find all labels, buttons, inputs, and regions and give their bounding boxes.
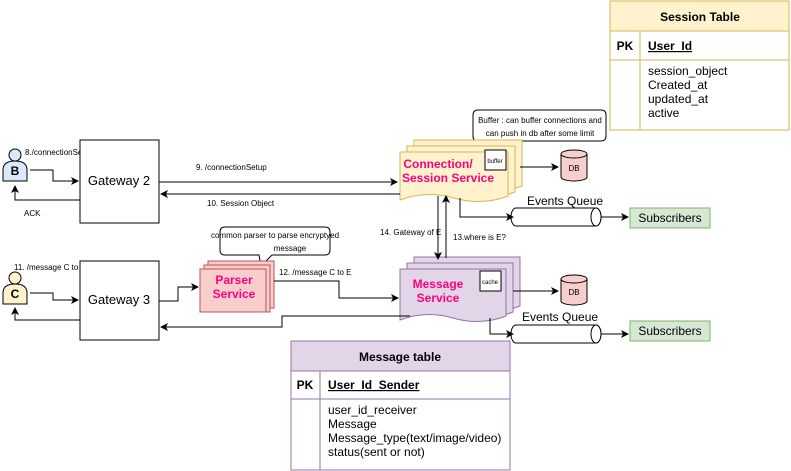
session-table-field: Created_at xyxy=(648,78,708,92)
parser-callout: common parser to parse encryptyed messag… xyxy=(211,226,339,268)
connection-session-service: Connection/ Session Service buffer xyxy=(399,139,523,202)
message-table-field: Message xyxy=(328,417,377,431)
message-service-line1: Message xyxy=(413,277,464,291)
gateway-3-label: Gateway 3 xyxy=(88,292,150,307)
session-table-field: session_object xyxy=(648,64,728,78)
events-queue-top: Events Queue xyxy=(510,194,603,227)
events-queue-bottom: Events Queue xyxy=(510,310,602,344)
message-table-field: Message_type(text/image/video) xyxy=(328,431,501,445)
arrow-c-to-gateway3 xyxy=(30,292,79,304)
arrow-gateway3-to-c xyxy=(11,307,80,321)
parser-callout-line2: message xyxy=(274,244,307,253)
arrow-connection-to-queue xyxy=(459,198,514,221)
events-queue-top-label: Events Queue xyxy=(527,194,603,208)
connectors xyxy=(11,163,629,338)
label-session-object: 10. Session Object xyxy=(207,199,275,208)
db-bottom: DB xyxy=(560,274,588,306)
label-gateway-of-e: 14. Gateway of E xyxy=(380,228,441,237)
message-service: Message Service cache xyxy=(399,256,521,322)
subscribers-bottom: Subscribers xyxy=(629,320,711,342)
message-service-line2: Service xyxy=(417,291,460,305)
events-queue-bottom-label: Events Queue xyxy=(522,310,598,324)
session-table: Session Table PK User_Id session_object … xyxy=(609,0,790,131)
gateway-3: Gateway 3 xyxy=(79,260,160,341)
session-table-pk: PK xyxy=(617,39,634,53)
db-top: DB xyxy=(560,149,588,182)
parser-service-line1: Parser xyxy=(215,273,253,287)
parser-service-line2: Service xyxy=(213,287,256,301)
label-message-c-to-e: 12. /message C to E xyxy=(279,268,351,277)
message-table-pk: PK xyxy=(297,378,314,392)
message-table-key: User_Id_Sender xyxy=(328,378,420,392)
arrow-message-to-queue xyxy=(489,318,514,338)
buffer-callout-line2: can push in db after some limit xyxy=(486,129,595,138)
arrow-b-to-gateway2 xyxy=(30,169,79,185)
actor-c-label: C xyxy=(11,287,20,301)
parser-service: Parser Service xyxy=(199,260,275,313)
arrow-gateway2-to-b xyxy=(11,185,80,201)
arrow-message-to-gateway3 xyxy=(160,315,410,331)
buffer-callout-line1: Buffer : can buffer connections and xyxy=(478,116,602,125)
cache-box-label: cache xyxy=(482,280,499,286)
actor-b: B xyxy=(2,148,28,182)
message-table: Message table PK User_Id_Sender user_id_… xyxy=(290,340,511,471)
connection-service-line2: Session Service xyxy=(402,171,494,185)
subscribers-top-label: Subscribers xyxy=(638,211,701,225)
label-where-is-e: 13.where is E? xyxy=(453,233,506,242)
session-table-field: active xyxy=(648,106,680,120)
gateway-2: Gateway 2 xyxy=(79,139,160,224)
subscribers-top: Subscribers xyxy=(629,207,711,229)
session-table-key: User_Id xyxy=(648,39,692,53)
session-table-field: updated_at xyxy=(648,92,709,106)
gateway-2-label: Gateway 2 xyxy=(88,173,150,188)
message-table-title: Message table xyxy=(359,350,441,364)
c-message-label: 11. /message C to E xyxy=(14,263,86,272)
actor-b-label: B xyxy=(11,164,20,178)
label-connection-setup: 9. /connectionSetup xyxy=(196,163,267,172)
message-table-field: user_id_receiver xyxy=(328,403,417,417)
b-connection-setup-label: 8./connectionSetup xyxy=(25,148,94,157)
connection-service-line1: Connection/ xyxy=(403,157,473,171)
buffer-box-label: buffer xyxy=(487,159,502,165)
session-table-title: Session Table xyxy=(660,10,740,24)
parser-callout-line1: common parser to parse encryptyed xyxy=(211,231,339,240)
subscribers-bottom-label: Subscribers xyxy=(638,324,701,338)
actor-c: C xyxy=(2,271,28,305)
arrow-parser-to-message xyxy=(274,280,399,302)
db-bottom-label: DB xyxy=(568,288,579,297)
db-top-label: DB xyxy=(568,164,579,173)
arrow-gateway3-to-parser xyxy=(159,283,199,302)
message-table-field: status(sent or not) xyxy=(328,445,425,459)
b-ack-label: ACK xyxy=(24,209,41,218)
